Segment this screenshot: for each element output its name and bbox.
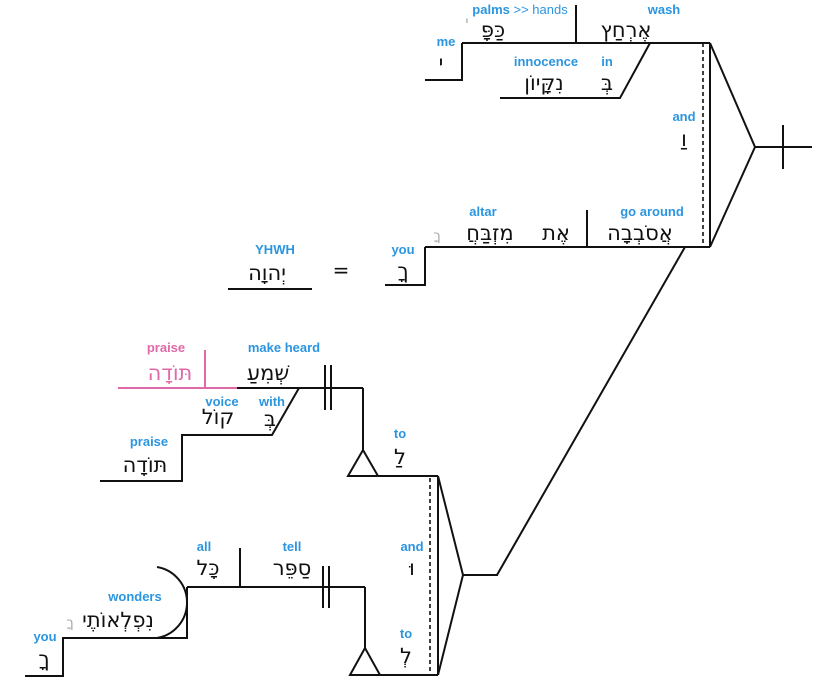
hebrew-innocence: נִקָּיוֹן bbox=[524, 71, 563, 95]
gloss-tell: tell bbox=[283, 539, 302, 554]
gloss-to-1: to bbox=[394, 426, 406, 441]
hebrew-you: ךָ bbox=[397, 259, 408, 283]
gloss-all: all bbox=[197, 539, 211, 554]
infinitive-pedestal-1 bbox=[346, 447, 380, 477]
gloss-innocence: innocence bbox=[514, 54, 578, 69]
gloss-you-2: you bbox=[33, 629, 56, 644]
clause1-possessor-step bbox=[425, 43, 463, 81]
gloss-voice: voice bbox=[205, 394, 238, 409]
gloss-palms: palms >> hands bbox=[472, 2, 568, 17]
gloss-in: in bbox=[601, 54, 613, 69]
clause2-possessor-step bbox=[385, 247, 426, 286]
suffix-marker-you: ךָ bbox=[433, 228, 441, 244]
clause4-genitive-steps bbox=[25, 587, 188, 677]
hebrew-me: י bbox=[439, 51, 444, 75]
gloss-me: me bbox=[437, 34, 456, 49]
hebrew-voice: קוֹל bbox=[202, 405, 235, 429]
clause1-prep-line bbox=[500, 42, 651, 99]
hebrew-praise-implied: תּוֹדָה bbox=[148, 361, 193, 385]
gloss-wonders: wonders bbox=[107, 589, 161, 604]
compound-1: and וַ bbox=[672, 42, 812, 248]
gloss-palms-rest: >> hands bbox=[513, 2, 568, 17]
clause-4: all כָּל tell סַפֵּר wonders נִפְלְאוֹתֶ… bbox=[25, 539, 438, 677]
clause-2: go around אֲסֹבְבָה אֶת altar מִזְבַּחֲ … bbox=[228, 204, 710, 290]
clause3-prep-phrase-line bbox=[100, 387, 300, 482]
gloss-you: you bbox=[391, 242, 414, 257]
hebrew-object-marker: אֶת bbox=[542, 221, 570, 245]
compound2-fork bbox=[437, 475, 465, 676]
hebrew-tell: סַפֵּר bbox=[273, 556, 312, 580]
hebrew-wash: אֶרְחַץ bbox=[601, 18, 652, 42]
gloss-yhwh: YHWH bbox=[255, 242, 295, 257]
purpose-connector bbox=[496, 246, 686, 576]
hebrew-palms: כַּפָּ bbox=[481, 18, 505, 42]
compound-2: and וּ bbox=[400, 475, 498, 676]
hebrew-in: בְּ bbox=[601, 71, 613, 95]
suffix-marker-me: י bbox=[465, 14, 468, 30]
hebrew-all: כָּל bbox=[196, 556, 219, 580]
hebrew-make-heard: שְׁמִעַ bbox=[247, 361, 290, 385]
hebrew-and-1: וַ bbox=[680, 127, 687, 151]
hebrew-yhwh: יְהוָה bbox=[248, 261, 286, 285]
clause-1: wash אֶרְחַץ palms >> hands כַּפָּ י me … bbox=[425, 2, 710, 99]
gloss-make-heard: make heard bbox=[248, 340, 320, 355]
gloss-praise-implied: praise bbox=[147, 340, 185, 355]
gloss-go-around: go around bbox=[620, 204, 684, 219]
hebrew-to-1: לַ bbox=[394, 445, 406, 469]
hebrew-with: בְּ bbox=[264, 407, 276, 431]
hebrew-to-2: לְ bbox=[400, 644, 412, 668]
gloss-and-2: and bbox=[400, 539, 423, 554]
gloss-altar: altar bbox=[469, 204, 496, 219]
infinitive-pedestal-2 bbox=[348, 645, 382, 676]
hebrew-praise: תּוֹדָה bbox=[123, 453, 168, 477]
hebrew-wonders: נִפְלְאוֹתֶי bbox=[82, 608, 154, 632]
suffix-marker-you-2: ךָ bbox=[66, 615, 74, 631]
hebrew-you-2: ךָ bbox=[38, 647, 49, 671]
hebrew-and-2: וּ bbox=[409, 556, 415, 580]
gloss-to-2: to bbox=[400, 626, 412, 641]
gloss-wash: wash bbox=[647, 2, 681, 17]
gloss-praise: praise bbox=[130, 434, 168, 449]
compound1-fork bbox=[709, 42, 757, 248]
gloss-palms-bold: palms bbox=[472, 2, 510, 17]
gloss-and-1: and bbox=[672, 109, 695, 124]
hebrew-altar: מִזְבַּחֲ bbox=[466, 221, 513, 245]
equals-sign: = bbox=[333, 258, 350, 282]
gloss-with: with bbox=[258, 394, 285, 409]
hebrew-go-around: אֲסֹבְבָה bbox=[607, 221, 673, 245]
clause-3: praise תּוֹדָה make heard שְׁמִעַ voice … bbox=[100, 340, 438, 482]
